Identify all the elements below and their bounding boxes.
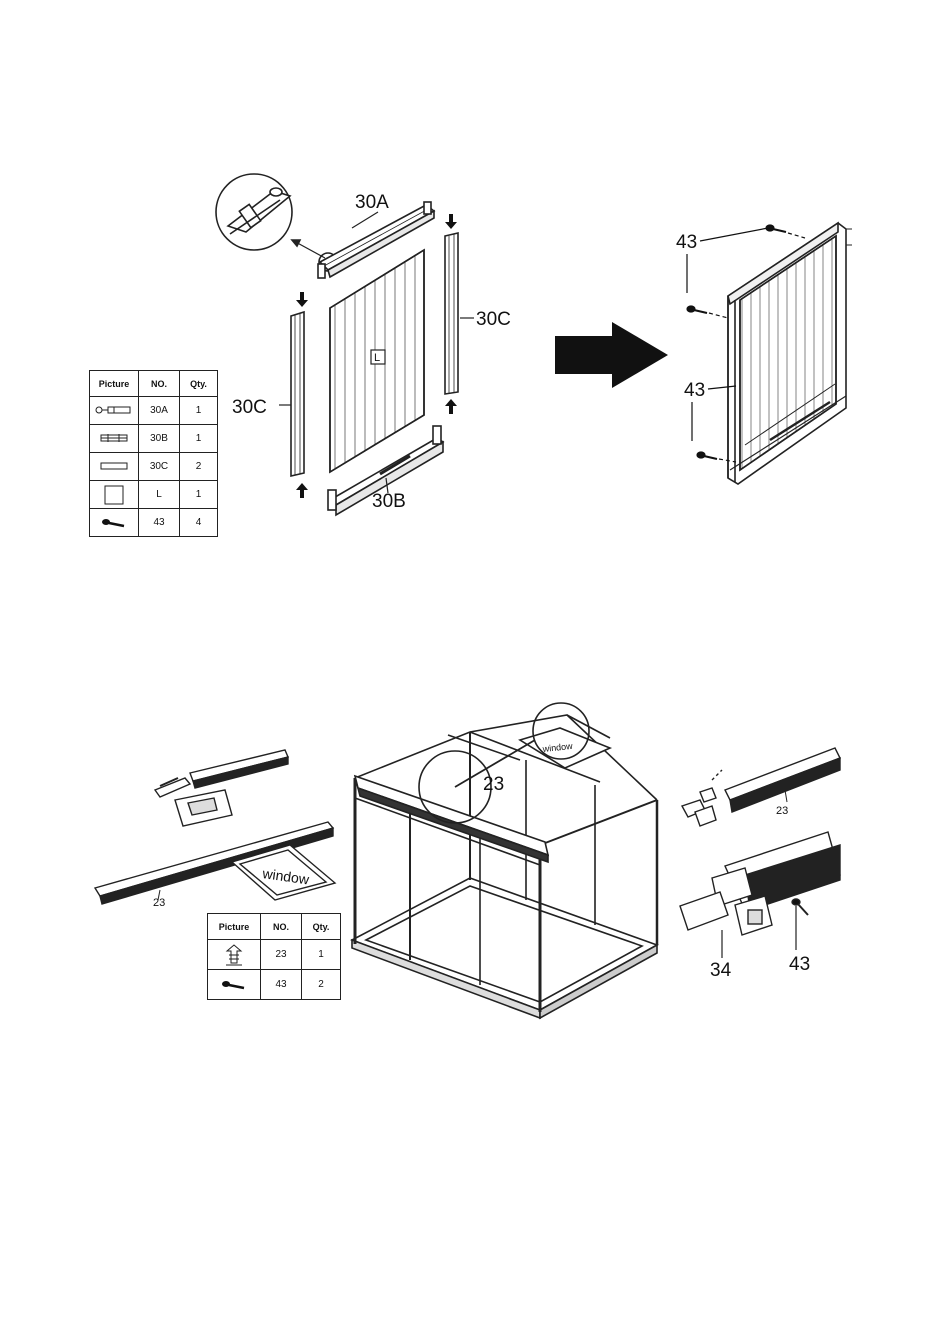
part-qty: 4 (180, 509, 218, 537)
table-row: 43 2 (208, 970, 341, 1000)
part-qty: 2 (180, 453, 218, 481)
parts-table-step1: Picture NO. Qty. 30A 1 30B 1 30C 2 L 1 4… (89, 370, 218, 537)
part-qty: 1 (180, 397, 218, 425)
panel-square-icon (90, 481, 139, 509)
screw-icon (208, 970, 261, 1000)
channel-rail-icon (90, 425, 139, 453)
label-30A: 30A (355, 192, 389, 213)
part-qty: 1 (180, 425, 218, 453)
part-number: 23 (261, 940, 302, 970)
next-step-arrow (555, 322, 668, 388)
table-row: 30C 2 (90, 453, 218, 481)
screw-icon (90, 509, 139, 537)
detail-magnifier (216, 174, 337, 271)
greenhouse-frame (352, 703, 657, 1018)
label-23-roof: 23 (483, 774, 504, 795)
header-qty: Qty. (180, 371, 218, 397)
header-no: NO. (139, 371, 180, 397)
parts-table-step2: Picture NO. Qty. 23 1 43 2 (207, 913, 341, 1000)
rail-with-hinge-icon (90, 397, 139, 425)
table-row: 23 1 (208, 940, 341, 970)
part-number: L (139, 481, 180, 509)
part-qty: 1 (180, 481, 218, 509)
part-number: 43 (261, 970, 302, 1000)
part-number: 30A (139, 397, 180, 425)
step2-right-detail (680, 748, 840, 958)
header-no: NO. (261, 914, 302, 940)
table-row: L 1 (90, 481, 218, 509)
label-23-left: 23 (153, 897, 165, 909)
assembled-door-frame (728, 223, 852, 484)
label-43-side: 43 (684, 380, 705, 401)
part-qty: 2 (302, 970, 341, 1000)
flat-bar-icon (90, 453, 139, 481)
window-bracket-icon (208, 940, 261, 970)
part-number: 43 (139, 509, 180, 537)
label-panel-L: L (374, 352, 380, 364)
label-43-step2: 43 (789, 954, 810, 975)
label-34: 34 (710, 960, 732, 981)
table-row: 30A 1 (90, 397, 218, 425)
part-qty: 1 (302, 940, 341, 970)
label-30B: 30B (372, 491, 406, 512)
left-side-30C (279, 312, 304, 476)
part-number: 30C (139, 453, 180, 481)
right-side-30C (445, 233, 474, 394)
header-picture: Picture (208, 914, 261, 940)
header-qty: Qty. (302, 914, 341, 940)
table-row: 30B 1 (90, 425, 218, 453)
header-picture: Picture (90, 371, 139, 397)
table-row: 43 4 (90, 509, 218, 537)
part-number: 30B (139, 425, 180, 453)
label-23-right: 23 (776, 805, 788, 817)
label-30C-left: 30C (232, 397, 267, 418)
step1-exploded-view (216, 174, 474, 515)
label-30C-right: 30C (476, 309, 511, 330)
label-43-top: 43 (676, 232, 697, 253)
